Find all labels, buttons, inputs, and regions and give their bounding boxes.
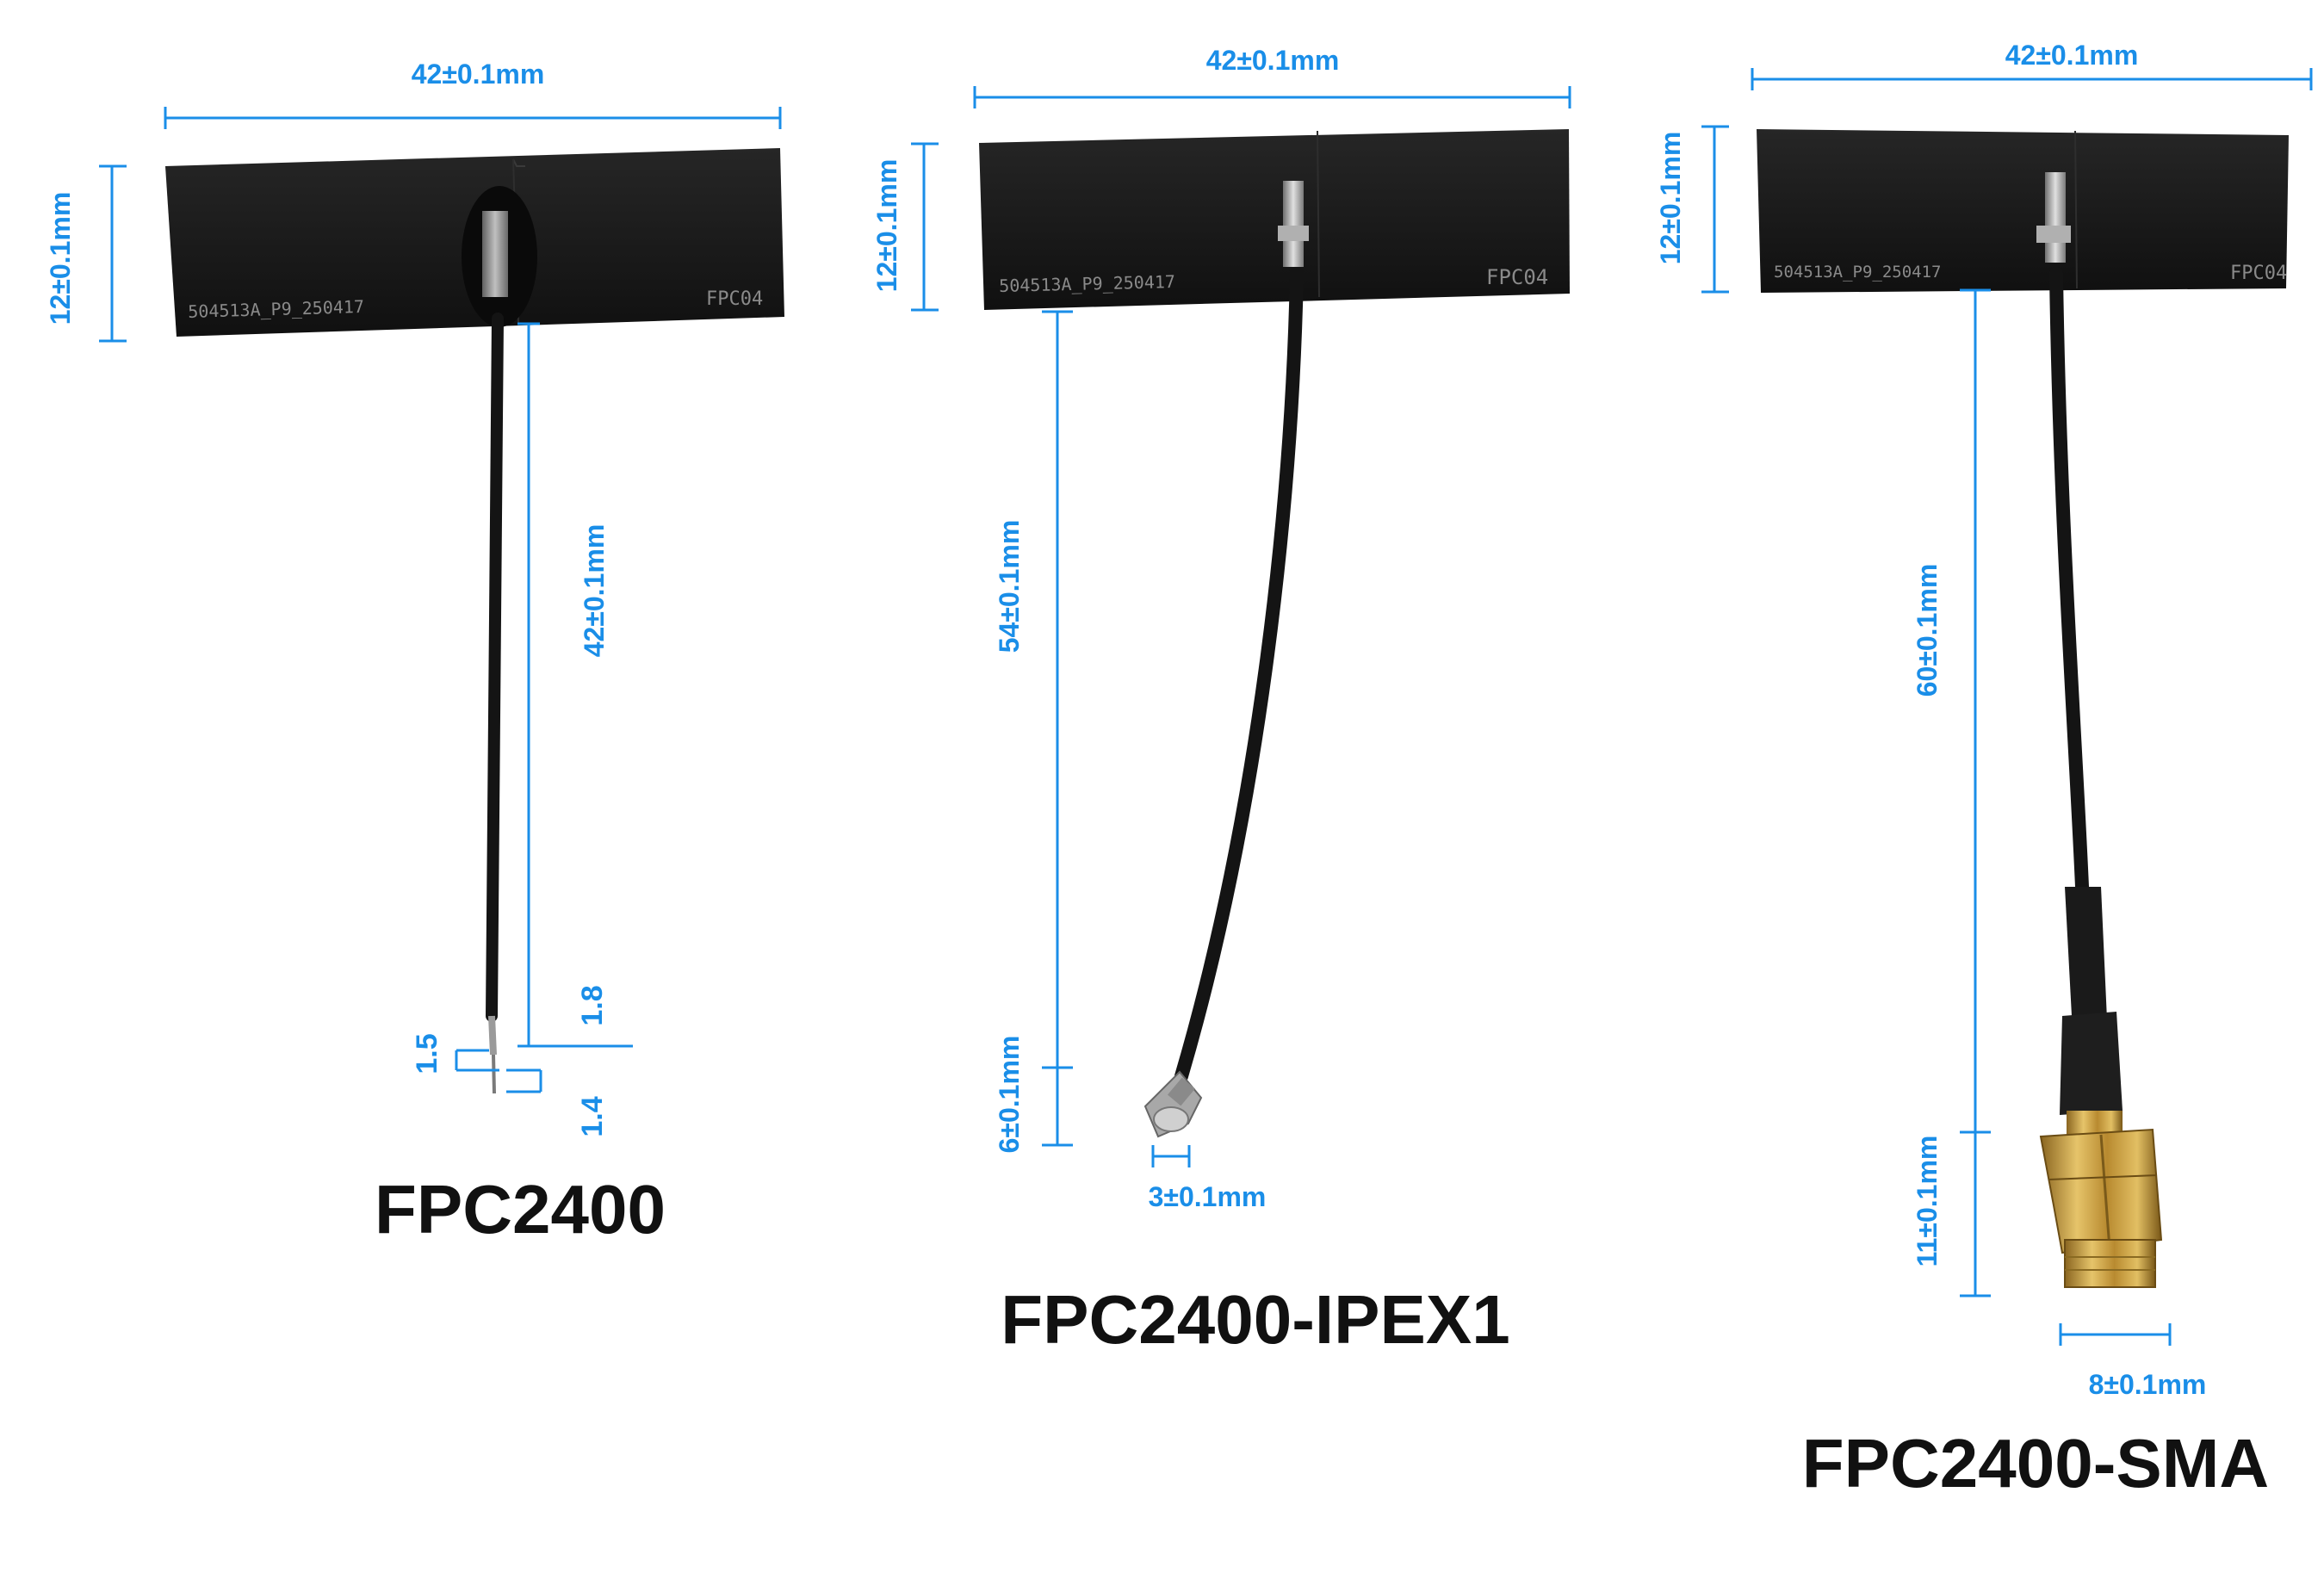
dim-connector-length-label: 6±0.1mm [994,1035,1025,1154]
model-name-fpc2400-ipex1: FPC2400-IPEX1 [1001,1281,1510,1358]
dim-connector-width-label: 3±0.1mm [1148,1181,1267,1212]
dim-height [1701,125,1729,294]
pcb-marking: 504513A_P9_250417 [187,295,365,322]
pcb-code: FPC04 [2230,263,2288,284]
dim-cable [1042,310,1073,1069]
dim-connector-width [1151,1145,1191,1167]
dim-connector-width [2059,1323,2172,1346]
pcb-marking: 504513A_P9_250417 [1774,263,1942,282]
model-name-fpc2400: FPC2400 [375,1171,666,1248]
ipex-connector [1143,1070,1203,1138]
dim-height-label: 12±0.1mm [871,158,902,293]
boot [2060,1012,2123,1115]
feed-clip [2036,226,2071,243]
dim-strip-label: 1.8 [576,985,609,1026]
sma-connector [2039,1111,2163,1288]
dim-width [164,107,782,129]
feed-pad [482,211,508,297]
feed-clip [1278,226,1309,241]
dim-cable-label: 42±0.1mm [579,523,610,658]
pcb-edge-line [1317,130,1320,298]
antenna-fpc2400-sma [1701,68,2313,1346]
cable [2049,267,2089,894]
dim-height-label: 12±0.1mm [1655,131,1686,265]
antenna-fpc2400-ipex1 [911,86,1571,1167]
cable [486,313,504,1022]
pcb-divider [512,158,525,167]
dim-width-label: 42±0.1mm [411,59,545,90]
dim-connector-length-label: 11±0.1mm [1912,1135,1943,1267]
dim-cable-label: 54±0.1mm [994,519,1025,653]
antenna-fpc2400 [99,107,784,1094]
dim-cable-label: 60±0.1mm [1912,563,1943,697]
dim-width-label: 42±0.1mm [1205,45,1340,76]
dim-width [1751,68,2313,90]
dim-tip-label: 1.4 [576,1096,609,1137]
dim-width-label: 42±0.1mm [2005,40,2139,71]
dim-connector-length [1960,1132,1991,1297]
dim-height-label: 12±0.1mm [45,191,76,325]
stripped-wire [488,1015,497,1056]
pcb-edge-line [2074,130,2078,289]
pcb-code: FPC04 [1486,265,1549,289]
wire-tip [492,1054,496,1094]
dim-height [99,164,127,343]
dim-tin-label: 1.5 [411,1033,443,1074]
dim-connector-width-label: 8±0.1mm [2088,1369,2207,1400]
cable [1174,267,1304,1083]
pcb-board [979,129,1570,310]
dim-connector-length [1042,1068,1073,1147]
dim-width [973,86,1571,108]
feed-pad [1283,181,1304,267]
pcb-board [1757,129,2289,293]
feed-pad [2045,172,2066,263]
dim-height [911,142,939,312]
model-name-fpc2400-sma: FPC2400-SMA [1801,1425,2270,1502]
dim-cable [517,322,633,1048]
dim-cable [1960,288,1991,1134]
dim-strip-tin [455,1049,542,1093]
pcb-code: FPC04 [706,288,764,310]
pcb-marking: 504513A_P9_250417 [998,270,1176,296]
